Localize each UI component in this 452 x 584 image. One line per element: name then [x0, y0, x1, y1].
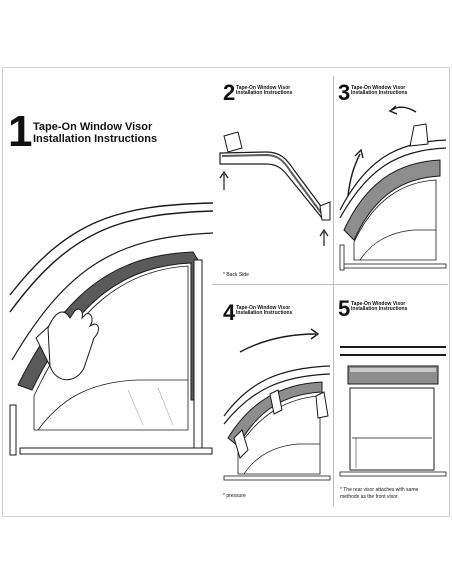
hand-glove	[233, 429, 249, 459]
seat-outline	[37, 379, 188, 431]
seat-outline	[359, 229, 436, 261]
visor-body	[219, 151, 327, 219]
step-number: 4	[223, 300, 236, 325]
visor-highlight	[350, 368, 436, 372]
step-title: Tape-On Window Visor Installation Instru…	[236, 85, 293, 97]
roof-line	[339, 139, 447, 211]
step-title: Tape-On Window Visor Installation Instru…	[33, 121, 158, 145]
curved-arrow-head	[354, 148, 364, 159]
up-arrow-head	[319, 228, 329, 237]
step-3-illustration	[339, 105, 447, 271]
roof-line	[223, 373, 331, 425]
step-title: Tape-On Window Visor Installation Instru…	[236, 305, 293, 317]
roof-line	[340, 346, 446, 348]
step-note: * The rear visor attaches with same meth…	[340, 487, 418, 501]
step-note-line2: methods as the front visor.	[340, 493, 399, 500]
step-number: 1	[8, 107, 33, 156]
door-sill	[19, 447, 213, 455]
glare-line	[127, 389, 144, 426]
door-frame-line	[11, 232, 214, 361]
curved-arrow	[347, 153, 361, 197]
tape-tab	[409, 123, 429, 147]
step-number: 5	[338, 296, 351, 321]
divider-horizontal	[212, 284, 448, 285]
step-title-line1: Tape-On Window Visor	[33, 121, 153, 133]
tape-tab	[319, 201, 331, 221]
step-4-illustration	[223, 328, 331, 481]
door-sill	[341, 263, 447, 269]
roof-line	[9, 202, 214, 296]
step-title-line2: Installation Instructions	[351, 90, 408, 97]
step-note: * Back Side	[223, 272, 249, 278]
curved-arrow-head	[388, 105, 398, 115]
window-glass	[353, 179, 437, 261]
divider-vertical	[333, 76, 334, 506]
visor-body	[343, 159, 441, 241]
step-title-line1: Tape-On Window Visor	[236, 85, 291, 91]
curved-arrow-head	[310, 328, 320, 340]
up-arrow-head	[219, 170, 229, 179]
roof-line	[340, 354, 446, 356]
visor-tape	[221, 153, 323, 215]
seat-outline	[243, 443, 320, 475]
step-number: 2	[223, 80, 236, 105]
step-1-illustration	[9, 202, 214, 456]
curved-arrow	[239, 333, 317, 353]
hand-glove	[269, 389, 283, 415]
window-frame	[349, 387, 435, 471]
roof-line	[223, 365, 331, 417]
roof-line	[339, 147, 447, 219]
tape-tab	[223, 131, 243, 153]
step-note: * pressure	[223, 493, 246, 499]
step-title-line2: Installation Instructions	[236, 310, 293, 317]
mirror-post	[339, 244, 345, 271]
door-pillar	[193, 259, 203, 451]
hand-glove	[47, 308, 99, 381]
mirror-post	[9, 404, 17, 456]
step-2-illustration	[219, 131, 331, 246]
door-sill	[223, 475, 331, 481]
step-title: Tape-On Window Visor Installation Instru…	[351, 85, 408, 97]
step-5-illustration	[339, 346, 447, 477]
window-glass	[237, 395, 321, 475]
hand-glove	[315, 391, 329, 419]
step-title-line1: Tape-On Window Visor	[351, 301, 406, 307]
step-title-line1: Tape-On Window Visor	[351, 85, 406, 91]
step-title-line1: Tape-On Window Visor	[236, 305, 291, 311]
step-title: Tape-On Window Visor Installation Instru…	[351, 301, 408, 313]
step-title-line2: Installation Instructions	[351, 306, 408, 313]
step-title-line2: Installation Instructions	[33, 132, 158, 145]
glare-line	[157, 387, 174, 426]
step-note-line1: * The rear visor attaches with same	[340, 487, 419, 493]
curved-arrow	[391, 106, 417, 113]
step-title-line2: Installation Instructions	[236, 90, 293, 97]
step-number: 3	[338, 80, 351, 105]
door-sill	[339, 471, 447, 477]
roof-line	[9, 210, 214, 313]
